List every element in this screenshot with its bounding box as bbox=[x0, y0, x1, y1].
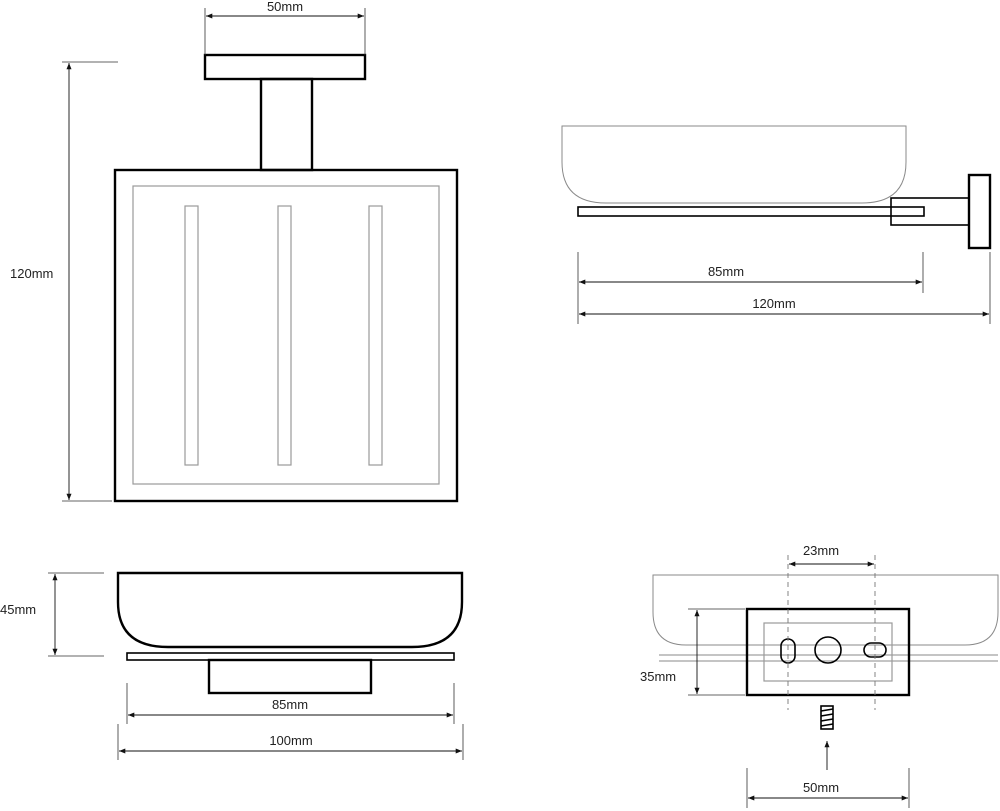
side-inner-depth-label: 85mm bbox=[708, 264, 744, 279]
mount-stem bbox=[259, 77, 314, 172]
side-view: 85mm 120mm bbox=[561, 125, 992, 324]
mount-hole-spacing-label: 23mm bbox=[803, 543, 839, 558]
bottom-inner-width-label: 85mm bbox=[272, 697, 308, 712]
bottom-total-width-label: 100mm bbox=[269, 733, 312, 748]
drain-slot-1 bbox=[184, 205, 199, 466]
front-view: 50mm 120mm bbox=[10, 0, 459, 503]
mount-slot-hole-left bbox=[780, 638, 796, 664]
dish-outline bbox=[113, 168, 459, 503]
screw-icon bbox=[820, 705, 834, 730]
drain-slot-3 bbox=[368, 205, 383, 466]
mount-plate-height-label: 35mm bbox=[640, 669, 676, 684]
side-wall-plate bbox=[967, 173, 992, 250]
wall-flange bbox=[203, 53, 367, 81]
mount-plate-width-label: 50mm bbox=[803, 780, 839, 795]
side-bowl bbox=[561, 125, 907, 204]
bottom-bowl bbox=[116, 571, 464, 649]
bottom-view: 45mm 85mm 100mm bbox=[0, 571, 464, 760]
front-width-label: 50mm bbox=[267, 0, 303, 14]
mount-wall-plate bbox=[745, 607, 911, 697]
mount-bowl bbox=[652, 574, 999, 646]
side-total-depth-label: 120mm bbox=[752, 296, 795, 311]
mount-view: 23mm 35mm 50mm bbox=[640, 543, 999, 808]
mount-center-hole bbox=[814, 636, 842, 664]
drain-slot-2 bbox=[277, 205, 292, 466]
bottom-mount-block bbox=[207, 658, 373, 695]
bottom-height-label: 45mm bbox=[0, 602, 36, 617]
side-arm bbox=[890, 197, 970, 226]
grid-frame bbox=[132, 185, 440, 485]
mount-plate-inset bbox=[763, 622, 893, 682]
front-height-label: 120mm bbox=[10, 266, 53, 281]
side-shelf bbox=[577, 206, 925, 217]
